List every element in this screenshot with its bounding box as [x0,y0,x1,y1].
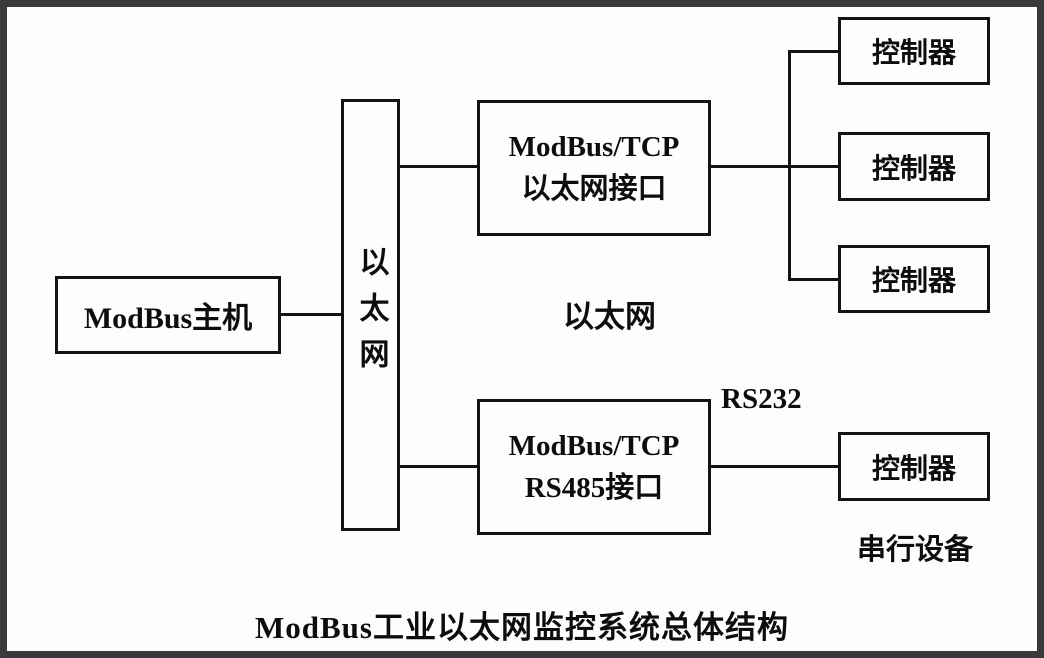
rs485-interface-line2: RS485接口 [524,472,664,504]
controller-1-label: 控制器 [871,38,956,69]
controller-box-1: 控制器 [838,17,990,85]
eth-interface-line1: ModBus/TCP [508,130,680,163]
ethernet-bus-label: 以太网 [354,246,388,384]
serial-controller-label: 控制器 [871,453,956,485]
controller-2-label: 控制器 [871,153,956,185]
modbus-tcp-rs485-interface-box: ModBus/TCP RS485接口 [477,399,711,535]
connector-bus-to-rs485-interface [399,465,478,468]
connector-branch-to-controller1 [790,50,838,53]
modbus-tcp-ethernet-interface-box: ModBus/TCP 以太网接口 [477,100,711,236]
rs485-interface-line1: ModBus/TCP [508,429,680,462]
modbus-host-label: ModBus主机 [83,302,253,335]
ethernet-network-label: 以太网 [563,299,656,334]
controller-3-label: 控制器 [871,266,956,297]
connector-rs485-to-serial-controller [711,465,838,468]
figure-caption: ModBus工业以太网监控系统总体结构 [255,610,789,645]
rs232-label: RS232 [721,383,802,415]
connector-host-to-bus [281,313,341,316]
controller-box-2: 控制器 [838,132,990,201]
modbus-host-box: ModBus主机 [55,276,281,354]
connector-controller-branch-vertical [788,50,791,281]
connector-eth-interface-to-controller2 [711,165,838,168]
serial-controller-box: 控制器 [838,432,990,501]
controller-box-3: 控制器 [838,245,990,313]
ethernet-bus-box: 以太网 [341,99,400,531]
connector-bus-to-eth-interface [399,165,478,168]
serial-device-label: 串行设备 [856,534,973,566]
connector-branch-to-controller3 [790,278,838,281]
eth-interface-line2: 以太网接口 [521,173,667,205]
